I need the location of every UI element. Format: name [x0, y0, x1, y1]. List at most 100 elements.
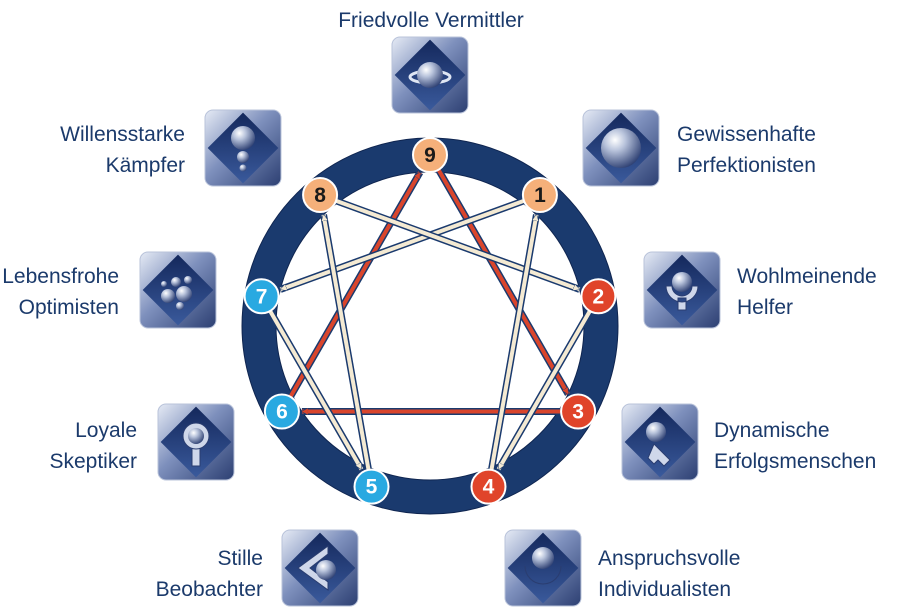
arrow-5-to-8 — [320, 215, 373, 473]
label-line: Friedvolle Vermittler — [338, 9, 524, 32]
label-line: Willensstarke — [60, 123, 185, 146]
label-line: Helfer — [737, 296, 793, 319]
node-number: 4 — [483, 476, 495, 499]
icon-tile-6 — [157, 403, 235, 481]
type-node-9: 9 — [412, 137, 448, 173]
label-line: Beobachter — [156, 578, 263, 601]
arrow-4-to-1 — [487, 215, 540, 473]
node-number: 8 — [314, 184, 326, 207]
type-node-2: 2 — [580, 278, 617, 315]
sphere — [231, 126, 255, 150]
label-line: Kämpfer — [106, 154, 185, 177]
arrow-8-to-2 — [332, 196, 579, 293]
type-node-7: 7 — [243, 278, 280, 315]
label-line: Lebensfrohe — [2, 265, 119, 288]
icon-tile-layer — [139, 36, 721, 607]
sphere — [672, 272, 692, 292]
label-line: Erfolgsmenschen — [714, 450, 876, 473]
icon-tile-5 — [281, 529, 359, 607]
sphere-cluster-icon — [161, 276, 192, 310]
sphere-in-crescent-icon — [524, 547, 562, 585]
arrow-shaft — [324, 215, 371, 473]
node-number: 9 — [424, 144, 436, 167]
sphere — [237, 151, 249, 163]
node-number: 1 — [534, 184, 546, 207]
type-node-6: 6 — [263, 393, 300, 430]
shape — [297, 545, 329, 591]
sphere — [188, 428, 204, 444]
sphere-in-bracket-icon — [297, 545, 336, 591]
node-circle — [560, 393, 597, 430]
label-line: Perfektionisten — [677, 154, 816, 177]
shape — [647, 443, 671, 467]
label-line: Optimisten — [19, 296, 119, 319]
arrow-shaft — [435, 166, 570, 394]
icon-tile-3 — [621, 403, 699, 481]
shape — [665, 285, 699, 311]
stacked-spheres-icon — [231, 126, 255, 172]
sphere — [601, 128, 641, 168]
node-circle — [580, 278, 617, 315]
shape — [191, 447, 201, 467]
node-circle — [470, 468, 507, 505]
type-node-1: 1 — [521, 177, 558, 214]
arrow-layer — [266, 166, 594, 473]
cradled-sphere-icon — [665, 272, 699, 311]
label-line: Anspruchsvolle — [598, 547, 740, 570]
sphere — [316, 560, 336, 580]
sphere — [171, 277, 181, 287]
node-number: 2 — [593, 285, 605, 308]
sphere — [161, 289, 175, 303]
sphere-icon — [601, 128, 641, 168]
sphere — [184, 276, 192, 284]
arrow-shaft — [280, 198, 527, 292]
sphere — [417, 62, 443, 88]
node-number: 5 — [366, 476, 378, 499]
node-circle — [302, 177, 339, 214]
shape — [524, 565, 562, 585]
type-node-5: 5 — [353, 468, 390, 505]
icon-tile-2 — [643, 251, 721, 329]
type-node-4: 4 — [470, 468, 507, 505]
node-circle — [521, 177, 558, 214]
arrow-9-to-3 — [434, 166, 572, 396]
icon-tile-4 — [504, 529, 582, 607]
arrow-2-to-4 — [495, 307, 594, 472]
node-circle — [412, 137, 448, 173]
icon-tile-1 — [582, 109, 660, 187]
sphere — [532, 547, 554, 569]
arrow-shaft — [267, 308, 364, 469]
label-line: Stille — [217, 547, 263, 570]
type-label-9: Friedvolle Vermittler — [338, 9, 524, 32]
label-line: Dynamische — [714, 419, 830, 442]
node-circle — [263, 393, 300, 430]
keyhole-sphere-icon — [182, 422, 210, 467]
icon-tile-7 — [139, 251, 217, 329]
type-node-3: 3 — [560, 393, 597, 430]
arrow-6-to-9 — [286, 170, 424, 401]
sphere-on-step-icon — [646, 422, 671, 467]
node-circle — [243, 278, 280, 315]
arrow-7-to-5 — [266, 307, 365, 472]
type-node-8: 8 — [302, 177, 339, 214]
node-number: 3 — [572, 401, 584, 424]
arrow-shaft — [333, 198, 579, 292]
sphere — [646, 422, 666, 442]
label-line: Wohlmeinende — [737, 265, 877, 288]
sphere — [176, 286, 192, 302]
arrow-shaft — [496, 308, 593, 469]
icon-tile-8 — [204, 109, 282, 187]
label-line: Individualisten — [598, 578, 731, 601]
arrow-1-to-7 — [280, 196, 528, 293]
node-number: 7 — [256, 285, 268, 308]
label-line: Loyale — [75, 419, 137, 442]
